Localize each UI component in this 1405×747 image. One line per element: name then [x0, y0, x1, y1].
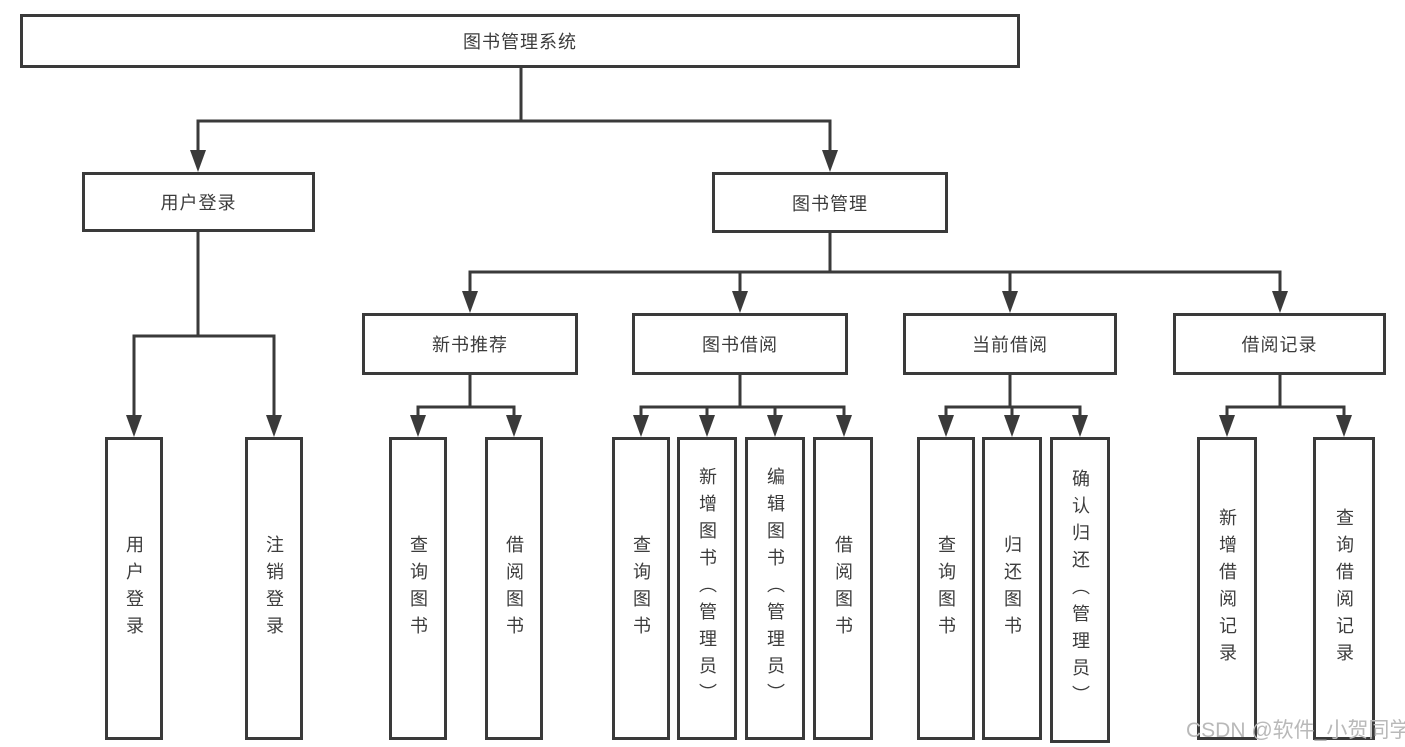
node-current-borrow: 当前借阅: [903, 313, 1117, 375]
leaf-borrow-books-recommend: 借阅图书: [485, 437, 543, 740]
leaf-query-books-current-label: 查询图书: [936, 534, 956, 643]
leaf-add-borrow-record: 新增借阅记录: [1197, 437, 1257, 740]
leaf-add-book-admin-label: 新增图书（管理员）: [697, 467, 717, 710]
node-root-label: 图书管理系统: [463, 32, 577, 52]
leaf-query-books-current: 查询图书: [917, 437, 975, 740]
node-book-management: 图书管理: [712, 172, 948, 233]
leaf-logout: 注销登录: [245, 437, 303, 740]
leaf-borrow-books-borrow-label: 借阅图书: [833, 534, 853, 643]
leaf-query-books-recommend-label: 查询图书: [408, 534, 428, 643]
leaf-query-borrow-record-label: 查询借阅记录: [1334, 507, 1354, 670]
leaf-query-books-recommend: 查询图书: [389, 437, 447, 740]
node-book-borrow: 图书借阅: [632, 313, 848, 375]
node-book-management-label: 图书管理: [792, 193, 868, 214]
arrowheads: [126, 150, 1352, 437]
leaf-query-books-borrow-label: 查询图书: [631, 534, 651, 643]
leaf-query-borrow-record: 查询借阅记录: [1313, 437, 1375, 740]
leaf-confirm-return-admin-label: 确认归还（管理员）: [1070, 468, 1090, 712]
leaf-logout-label: 注销登录: [264, 534, 284, 643]
node-new-book-recommend-label: 新书推荐: [432, 335, 508, 355]
node-user-login-label: 用户登录: [160, 193, 237, 213]
node-book-borrow-label: 图书借阅: [702, 335, 778, 355]
leaf-add-borrow-record-label: 新增借阅记录: [1217, 507, 1237, 670]
leaf-return-book-label: 归还图书: [1002, 534, 1022, 643]
csdn-watermark: CSDN @软件_小贺同学: [1186, 719, 1405, 742]
node-borrow-records: 借阅记录: [1173, 313, 1386, 375]
node-borrow-records-label: 借阅记录: [1241, 335, 1318, 355]
node-user-login: 用户登录: [82, 172, 315, 232]
leaf-confirm-return-admin: 确认归还（管理员）: [1050, 437, 1110, 743]
leaf-borrow-books-borrow: 借阅图书: [813, 437, 873, 740]
leaf-borrow-books-recommend-label: 借阅图书: [504, 534, 524, 643]
leaf-edit-book-admin-label: 编辑图书（管理员）: [765, 467, 785, 710]
node-root: 图书管理系统: [20, 14, 1020, 68]
node-current-borrow-label: 当前借阅: [972, 335, 1048, 355]
leaf-add-book-admin: 新增图书（管理员）: [677, 437, 737, 740]
leaf-user-login-label: 用户登录: [124, 534, 144, 643]
node-new-book-recommend: 新书推荐: [362, 313, 578, 375]
leaf-return-book: 归还图书: [982, 437, 1042, 740]
leaf-edit-book-admin: 编辑图书（管理员）: [745, 437, 805, 740]
leaf-query-books-borrow: 查询图书: [612, 437, 670, 740]
leaf-user-login: 用户登录: [105, 437, 163, 740]
